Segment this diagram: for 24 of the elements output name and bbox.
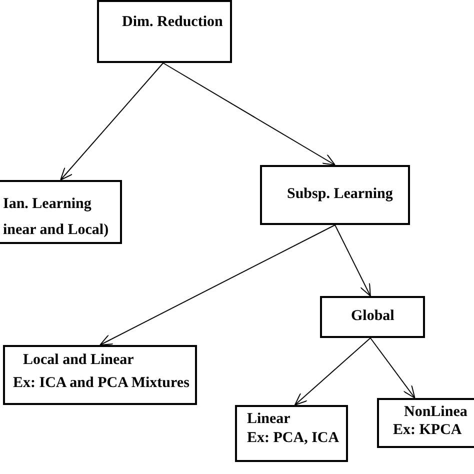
process-box (320, 296, 425, 338)
node-title: Ian. Learning (3, 196, 92, 213)
node-subtitle: Ex: PCA, ICA (247, 430, 340, 447)
process-box (97, 0, 232, 63)
process-box (260, 165, 410, 225)
node-title: Global (351, 308, 394, 325)
node-title: Dim. Reduction (122, 14, 223, 31)
arrow (294, 338, 371, 406)
process-box (235, 405, 348, 462)
process-box (0, 180, 122, 244)
node-title: Local and Linear (23, 352, 134, 369)
node-title: Linear (247, 411, 290, 428)
arrow (100, 224, 336, 346)
node-subtitle: Ex: ICA and PCA Mixtures (13, 375, 190, 392)
arrow (60, 62, 164, 180)
process-box (377, 398, 474, 448)
process-box (3, 345, 197, 405)
node-subtitle: inear and Local) (3, 222, 109, 239)
arrow (334, 224, 371, 296)
arrow (370, 338, 416, 398)
node-title: NonLinea (404, 404, 468, 421)
node-subtitle: Ex: KPCA (393, 422, 462, 439)
node-title: Subsp. Learning (287, 186, 393, 203)
arrow (162, 62, 336, 166)
